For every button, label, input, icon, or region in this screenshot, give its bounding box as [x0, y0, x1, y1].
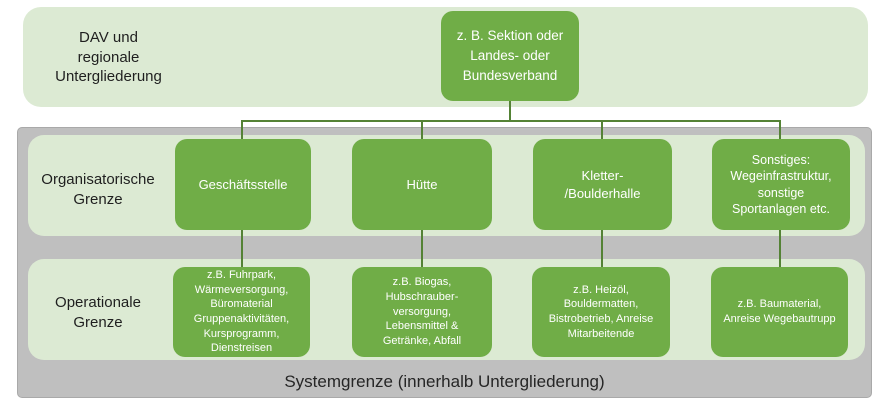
dav-section-label: DAV und regionale Untergliederung [26, 28, 191, 87]
operational-boundary-label-text: Operationale Grenze [55, 294, 141, 331]
org-node-sonstiges: Sonstiges: Wegeinfrastruktur, sonstige S… [712, 139, 850, 230]
operational-boundary-label: Operationale Grenze [18, 293, 178, 332]
connector-drop-4 [779, 121, 781, 140]
connector-mid-2 [421, 229, 423, 268]
connector-mid-3 [601, 229, 603, 268]
op-node-huette-details: z.B. Biogas, Hubschrauber- versorgung, L… [352, 267, 492, 357]
connector-drop-3 [601, 121, 603, 140]
org-node-text: Sonstiges: Wegeinfrastruktur, sonstige S… [730, 153, 832, 216]
connector-mid-1 [241, 229, 243, 268]
org-node-text: Geschäftsstelle [198, 176, 288, 192]
connector-drop-2 [421, 121, 423, 140]
connector-horizontal [241, 120, 781, 122]
org-node-text: Hütte [406, 176, 438, 192]
root-node-text: z. B. Sektion oder Landes- oder Bundesve… [456, 27, 564, 84]
op-node-sonstiges-details: z.B. Baumaterial, Anreise Wegebautrupp [711, 267, 848, 357]
op-node-text: z.B. Baumaterial, Anreise Wegebautrupp [723, 298, 836, 325]
root-node-sektion: z. B. Sektion oder Landes- oder Bundesve… [441, 11, 579, 101]
system-boundary-caption-text: Systemgrenze (innerhalb Untergliederung) [284, 372, 605, 391]
connector-root-stub [509, 100, 511, 121]
org-node-text: Kletter- /Boulderhalle [564, 167, 641, 201]
op-node-geschaeftsstelle-details: z.B. Fuhrpark, Wärmeversorgung, Büromate… [173, 267, 310, 357]
org-node-geschaeftsstelle: Geschäftsstelle [175, 139, 311, 230]
connector-mid-4 [779, 229, 781, 268]
dav-section-label-text: DAV und regionale Untergliederung [55, 29, 162, 85]
organisational-boundary-label-text: Organisatorische Grenze [41, 171, 155, 208]
org-node-kletterhalle: Kletter- /Boulderhalle [533, 139, 672, 230]
org-node-huette: Hütte [352, 139, 492, 230]
system-boundary-caption: Systemgrenze (innerhalb Untergliederung) [17, 372, 872, 392]
connector-drop-1 [241, 121, 243, 140]
op-node-text: z.B. Heizöl, Bouldermatten, Bistrobetrie… [548, 283, 654, 340]
op-node-text: z.B. Biogas, Hubschrauber- versorgung, L… [382, 276, 462, 347]
organisational-boundary-label: Organisatorische Grenze [18, 170, 178, 209]
op-node-halle-details: z.B. Heizöl, Bouldermatten, Bistrobetrie… [532, 267, 670, 357]
op-node-text: z.B. Fuhrpark, Wärmeversorgung, Büromate… [193, 269, 290, 355]
